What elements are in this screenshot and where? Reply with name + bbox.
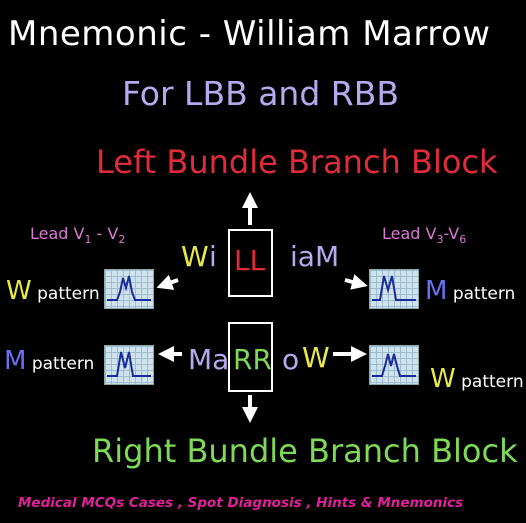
- pattern-top-right: M pattern: [425, 276, 516, 306]
- ecg-w-pattern-image-bottom: [369, 345, 419, 385]
- pattern-bottom-left: M pattern: [4, 346, 95, 376]
- ll-box: [228, 229, 273, 297]
- marrow-w: W: [302, 341, 330, 374]
- subtitle: For LBB and RBB: [122, 74, 399, 113]
- lead-label-right: Lead V3-V6: [382, 224, 467, 247]
- ecg-m-pattern-image-top: [369, 269, 419, 309]
- marrow-ma: Ma: [188, 343, 230, 376]
- lbbb-label: Left Bundle Branch Block: [96, 143, 498, 181]
- pattern-bottom-right: W pattern: [430, 364, 524, 394]
- marrow-rr: RR: [233, 343, 272, 376]
- pattern-top-left: W pattern: [6, 276, 100, 306]
- ecg-w-pattern-image: [104, 269, 154, 309]
- william-w: W: [181, 240, 209, 273]
- lead-label-left: Lead V1 - V2: [30, 224, 126, 247]
- arrow-left-top-icon: [156, 274, 179, 290]
- william-iam: iaM: [290, 240, 340, 273]
- ecg-m-pattern-image-bottom: [104, 345, 154, 385]
- william-i: i: [209, 240, 217, 273]
- william-ll: LL: [234, 244, 266, 277]
- marrow-o: o: [282, 343, 300, 376]
- footer: Medical MCQs Cases , Spot Diagnosis , Hi…: [18, 495, 464, 511]
- rbbb-label: Right Bundle Branch Block: [92, 432, 518, 470]
- title: Mnemonic - William Marrow: [8, 14, 491, 54]
- arrow-right-top-icon: [344, 274, 368, 290]
- rr-box: [228, 322, 273, 392]
